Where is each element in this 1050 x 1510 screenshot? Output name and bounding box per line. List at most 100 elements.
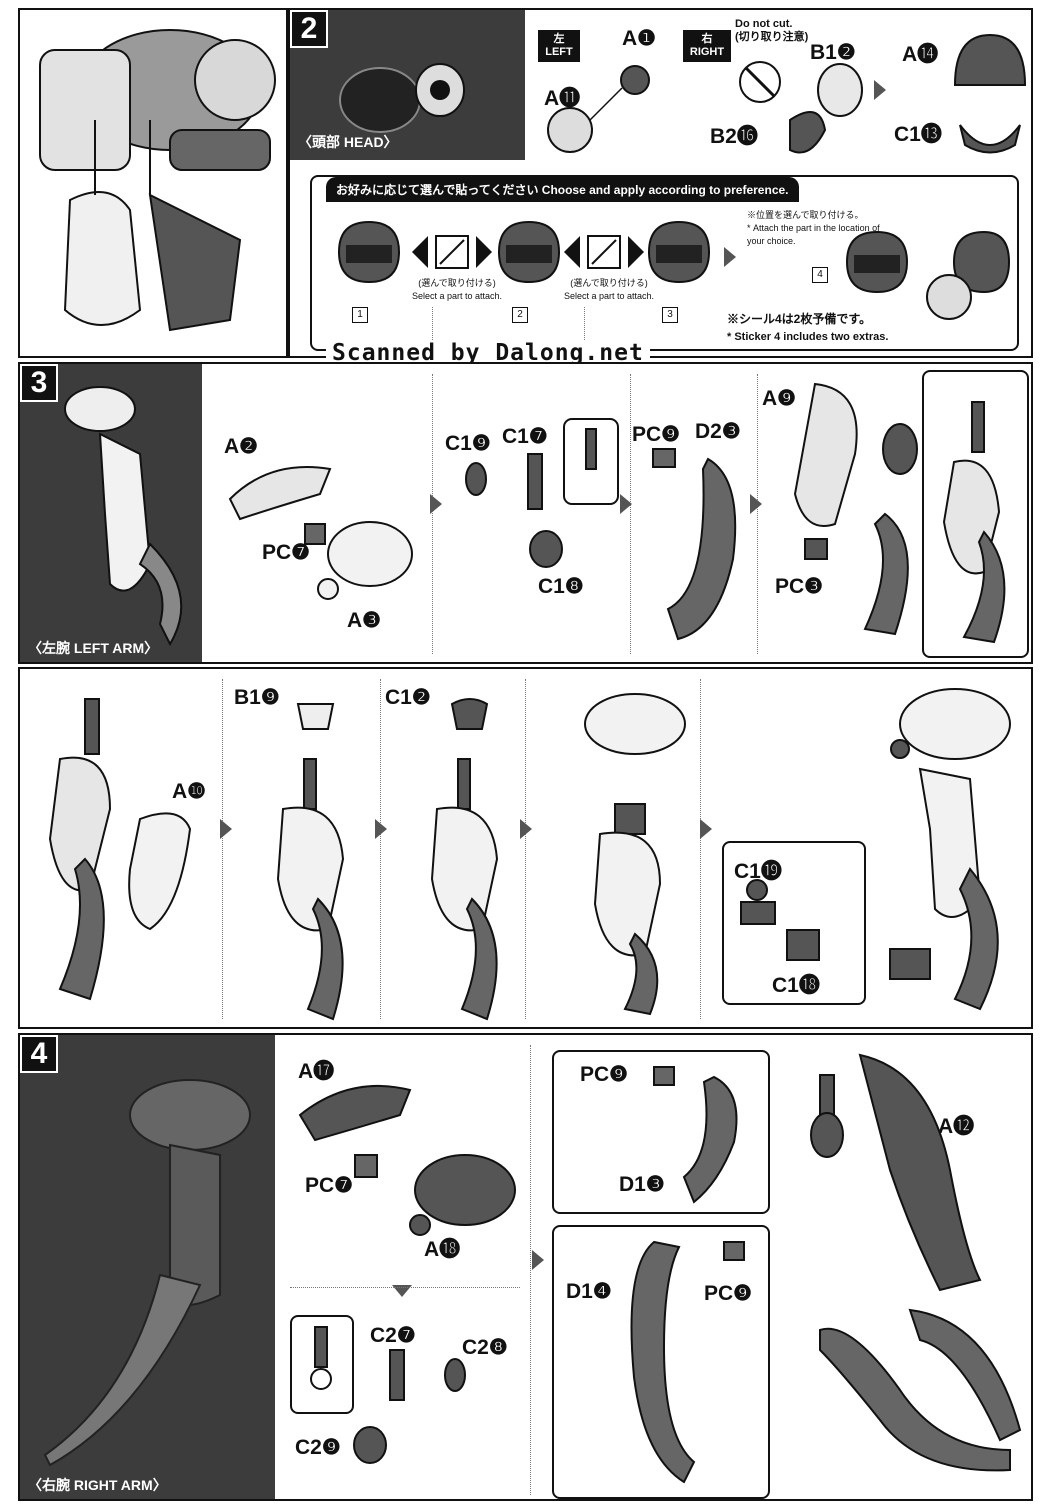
assembled-preview-box	[922, 370, 1029, 658]
step-title: 〈頭部 HEAD〉	[298, 134, 398, 150]
part-label-c18: C1❽	[538, 575, 584, 598]
part-label-d13: D1❸	[619, 1173, 665, 1196]
separator	[222, 679, 223, 1019]
separator	[630, 374, 631, 654]
part-label-a3: A❸	[347, 609, 381, 632]
part-label-pc9b: PC❾	[704, 1282, 752, 1305]
choose-arrow-icon	[564, 235, 644, 269]
sticker-1: 1	[352, 307, 368, 323]
part-label-c12: C1❷	[385, 686, 431, 709]
step-arrow	[520, 819, 532, 839]
preference-box: お好みに応じて選んで貼ってください Choose and apply accor…	[310, 175, 1019, 351]
step2-panel: 2 〈頭部 HEAD〉 左 LEFT A❶ A⓫ 右 RIGHT Do not …	[288, 8, 1033, 358]
head-option-3-illustration	[647, 220, 711, 284]
down-arrow	[392, 1285, 412, 1297]
separator	[432, 307, 433, 342]
part-label-a9: A❾	[762, 387, 796, 410]
part-label-a17: A⓱	[298, 1060, 335, 1083]
step-number: 3	[20, 364, 58, 402]
forearm-blade-illustration	[652, 448, 737, 641]
step1-panel	[18, 8, 288, 358]
forearm-blade-upper-illustration	[653, 1066, 738, 1204]
step-arrow	[532, 1250, 544, 1270]
upper-arm-frame-illustration	[793, 382, 918, 636]
step-title: 〈右腕 RIGHT ARM〉	[28, 1477, 167, 1493]
part-label-d23: D2❸	[695, 420, 741, 443]
joint-detail-illustration	[310, 1326, 332, 1390]
step-arrow	[375, 819, 387, 839]
extras-note-en: * Sticker 4 includes two extras.	[727, 331, 889, 343]
part-label-c118: C1⓲	[772, 974, 820, 997]
separator	[584, 307, 585, 342]
forearm-part-box-1: PC❾ D1❸	[552, 1050, 770, 1214]
hand-parts-box: C1⓳ C1⓲	[722, 841, 866, 1005]
head-sticker-placement-illustration	[845, 230, 909, 294]
elbow-joint-illustration	[465, 418, 619, 568]
separator	[525, 679, 526, 1019]
separator	[432, 374, 433, 654]
separator	[380, 679, 381, 1019]
part-label-pc7: PC❼	[305, 1174, 353, 1197]
part-label-a10: A❿	[172, 780, 206, 803]
eye-parts-illustration	[547, 65, 650, 153]
select-note-1: (選んで取り付ける) Select a part to attach.	[412, 278, 503, 301]
arm-cover-illustration	[48, 698, 192, 1001]
part-label-pc3: PC❸	[775, 575, 823, 598]
part-label-a12: A⓬	[938, 1115, 975, 1138]
part-label-pc9a: PC❾	[580, 1063, 628, 1086]
choose-arrow-icon	[412, 235, 492, 269]
part-label-pc9: PC❾	[632, 423, 680, 446]
forearm-part-box-2: D1❹ PC❾	[552, 1225, 770, 1499]
shoulder-parts-illustration	[228, 466, 413, 600]
part-label-b216: B2⓰	[710, 125, 758, 148]
step-title: 〈左腕 LEFT ARM〉	[28, 640, 159, 656]
right-arm-reference-illustration	[43, 1079, 251, 1467]
part-label-a14: A⓮	[902, 43, 939, 66]
step-arrow	[430, 494, 442, 514]
preference-header: お好みに応じて選んで貼ってください Choose and apply accor…	[326, 177, 799, 202]
part-label-c119: C1⓳	[734, 860, 782, 883]
step2-reference-photo: 2 〈頭部 HEAD〉	[290, 10, 525, 160]
right-arm-assembly-illustration	[810, 1053, 1022, 1472]
sticker-4: 4	[812, 267, 828, 283]
body-assembly-illustration	[39, 29, 276, 332]
part-label-c29: C2❾	[295, 1436, 341, 1459]
arm-assembly-stage-1	[276, 703, 345, 1021]
step3-reference-photo: 3 〈左腕 LEFT ARM〉	[20, 364, 202, 662]
step4-panel: 4 〈右腕 RIGHT ARM〉 A⓱ PC❼ A⓲ C2❼ C2❽ C2❾ P…	[18, 1033, 1033, 1501]
part-label-c17: C1❼	[502, 425, 548, 448]
forearm-blade-lower-illustration	[630, 1240, 745, 1484]
step-number: 4	[20, 1035, 58, 1073]
select-note-2: (選んで取り付ける) Select a part to attach.	[564, 278, 655, 301]
part-label-c113: C1⓭	[894, 123, 942, 146]
right-tag: 右 RIGHT	[683, 30, 731, 62]
step-arrow	[220, 819, 232, 839]
part-label-c28: C2❽	[462, 1336, 508, 1359]
step4-reference-photo: 4 〈右腕 RIGHT ARM〉	[20, 1035, 275, 1499]
right-elbow-joint-illustration	[353, 1349, 466, 1464]
head-option-1-illustration	[337, 220, 401, 284]
step-arrow	[620, 494, 632, 514]
joint-detail-box	[290, 1315, 354, 1414]
part-label-a2: A❷	[224, 435, 258, 458]
part-label-c27: C2❼	[370, 1324, 416, 1347]
arm-assembly-stage-3	[584, 693, 686, 1016]
completed-left-arm-illustration	[889, 688, 1011, 1011]
step-number: 2	[290, 10, 328, 48]
do-not-cut-note: Do not cut. (切り取り注意)	[735, 18, 809, 43]
step3-row2-panel: A❿ B1❾ C1❷ C1⓳ C1⓲	[18, 667, 1033, 1029]
assembled-upper-arm-illustration	[942, 401, 1006, 644]
hand-parts-illustration	[740, 879, 820, 961]
extras-note-jp: ※シール4は2枚予備です。	[727, 312, 872, 326]
part-label-a18: A⓲	[424, 1238, 461, 1261]
step-arrow	[874, 80, 886, 100]
step-arrow	[750, 494, 762, 514]
step-arrow	[724, 247, 736, 267]
separator	[700, 679, 701, 1019]
right-shoulder-parts-illustration	[298, 1084, 516, 1236]
part-label-c19: C1❾	[445, 432, 491, 455]
watermark: Scanned by Dalong.net	[326, 340, 650, 366]
step3-row1-panel: 3 〈左腕 LEFT ARM〉 A❷ PC❼ A❸ C1❾ C1❼ C1❽ PC…	[18, 362, 1033, 664]
part-label-a11: A⓫	[544, 87, 581, 110]
cheek-parts-illustration	[739, 61, 863, 154]
